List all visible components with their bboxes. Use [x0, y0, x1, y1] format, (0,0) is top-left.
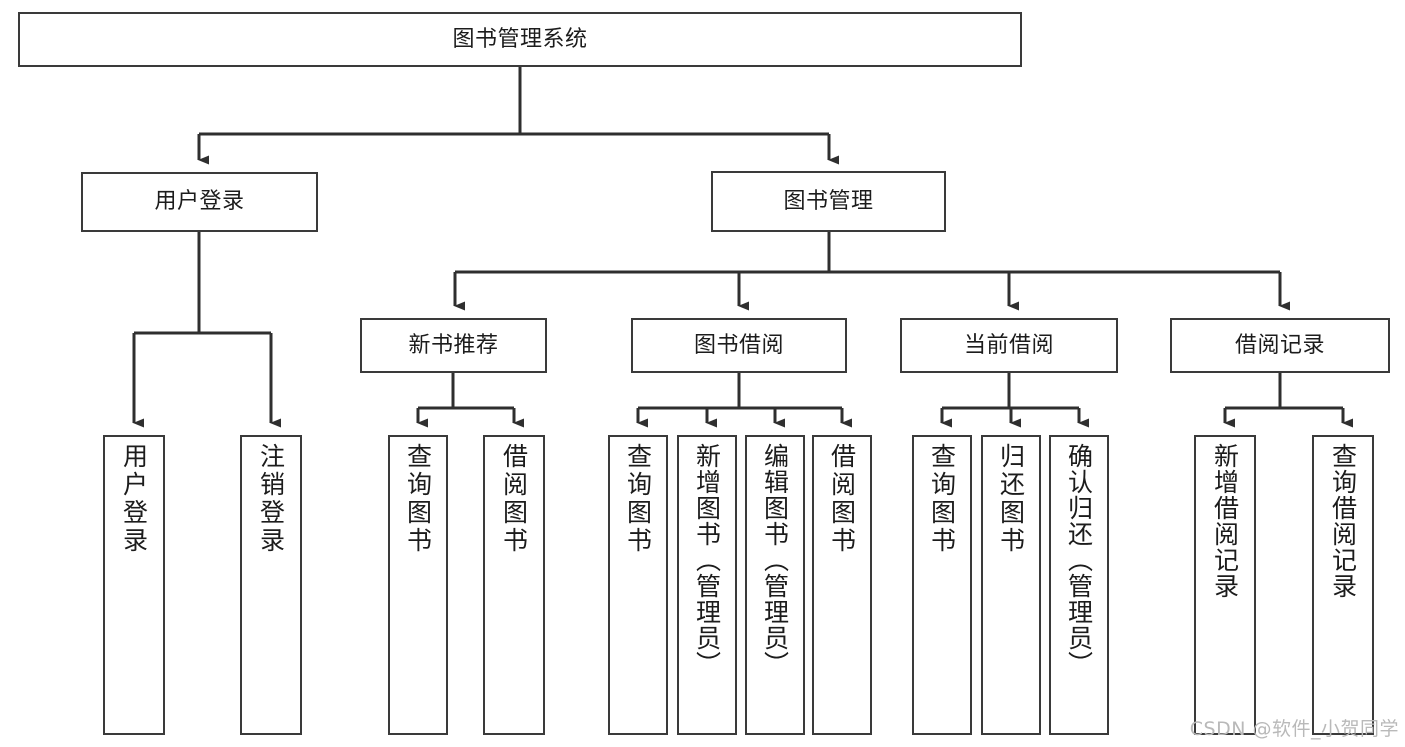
node-label-leaf-br-add: 新增借阅记录	[1210, 443, 1240, 599]
node-label-leaf-cb-query: 查询图书	[927, 443, 957, 555]
node-label-leaf-bb-query: 查询图书	[623, 443, 653, 555]
node-borrow-record[interactable]: 借阅记录	[1170, 318, 1390, 373]
node-label-leaf-bb-borrow: 借阅图书	[827, 443, 857, 555]
node-book-mgmt[interactable]: 图书管理	[711, 171, 946, 232]
node-label-leaf-user-logout: 注销登录	[256, 443, 286, 555]
node-leaf-user-logout[interactable]: 注销登录	[240, 435, 302, 735]
node-leaf-bb-add[interactable]: 新增图书（管理员）	[677, 435, 737, 735]
node-label-book-borrow: 图书借阅	[693, 332, 784, 358]
node-label-root: 图书管理系统	[452, 26, 588, 52]
node-new-book-rec[interactable]: 新书推荐	[360, 318, 547, 373]
bus-bus-bb	[638, 373, 842, 410]
bus-bus-br	[1225, 373, 1343, 410]
node-leaf-br-add[interactable]: 新增借阅记录	[1194, 435, 1256, 735]
node-label-leaf-cb-return: 归还图书	[996, 443, 1026, 555]
node-label-current-borrow: 当前借阅	[963, 332, 1054, 358]
node-leaf-rec-query[interactable]: 查询图书	[388, 435, 448, 735]
node-leaf-rec-borrow[interactable]: 借阅图书	[483, 435, 545, 735]
node-root[interactable]: 图书管理系统	[18, 12, 1022, 67]
node-label-leaf-bb-edit: 编辑图书（管理员）	[760, 443, 790, 677]
node-label-leaf-cb-confirm: 确认归还（管理员）	[1064, 443, 1094, 677]
node-label-borrow-record: 借阅记录	[1234, 332, 1325, 358]
csdn-watermark: CSDN @软件_小贺同学	[1189, 718, 1399, 740]
node-label-new-book-rec: 新书推荐	[408, 332, 499, 358]
node-leaf-bb-query[interactable]: 查询图书	[608, 435, 668, 735]
bus-bus-rec	[418, 373, 514, 410]
node-leaf-user-login[interactable]: 用户登录	[103, 435, 165, 735]
node-leaf-cb-confirm[interactable]: 确认归还（管理员）	[1049, 435, 1109, 735]
bus-bus-root	[199, 67, 829, 136]
bus-bus-bookmgmt	[455, 232, 1280, 274]
node-book-borrow[interactable]: 图书借阅	[631, 318, 847, 373]
node-user-login[interactable]: 用户登录	[81, 172, 318, 232]
node-leaf-cb-query[interactable]: 查询图书	[912, 435, 972, 735]
node-label-leaf-rec-borrow: 借阅图书	[499, 443, 529, 555]
node-label-leaf-user-login: 用户登录	[119, 443, 149, 555]
node-label-leaf-br-query: 查询借阅记录	[1328, 443, 1358, 599]
node-leaf-bb-borrow[interactable]: 借阅图书	[812, 435, 872, 735]
node-leaf-br-query[interactable]: 查询借阅记录	[1312, 435, 1374, 735]
node-leaf-cb-return[interactable]: 归还图书	[981, 435, 1041, 735]
node-current-borrow[interactable]: 当前借阅	[900, 318, 1118, 373]
node-label-leaf-bb-add: 新增图书（管理员）	[692, 443, 722, 677]
node-label-book-mgmt: 图书管理	[783, 188, 874, 214]
bus-bus-cb	[942, 373, 1079, 410]
node-leaf-bb-edit[interactable]: 编辑图书（管理员）	[745, 435, 805, 735]
bus-bus-login	[134, 232, 271, 335]
node-label-leaf-rec-query: 查询图书	[403, 443, 433, 555]
node-label-user-login: 用户登录	[154, 189, 245, 215]
